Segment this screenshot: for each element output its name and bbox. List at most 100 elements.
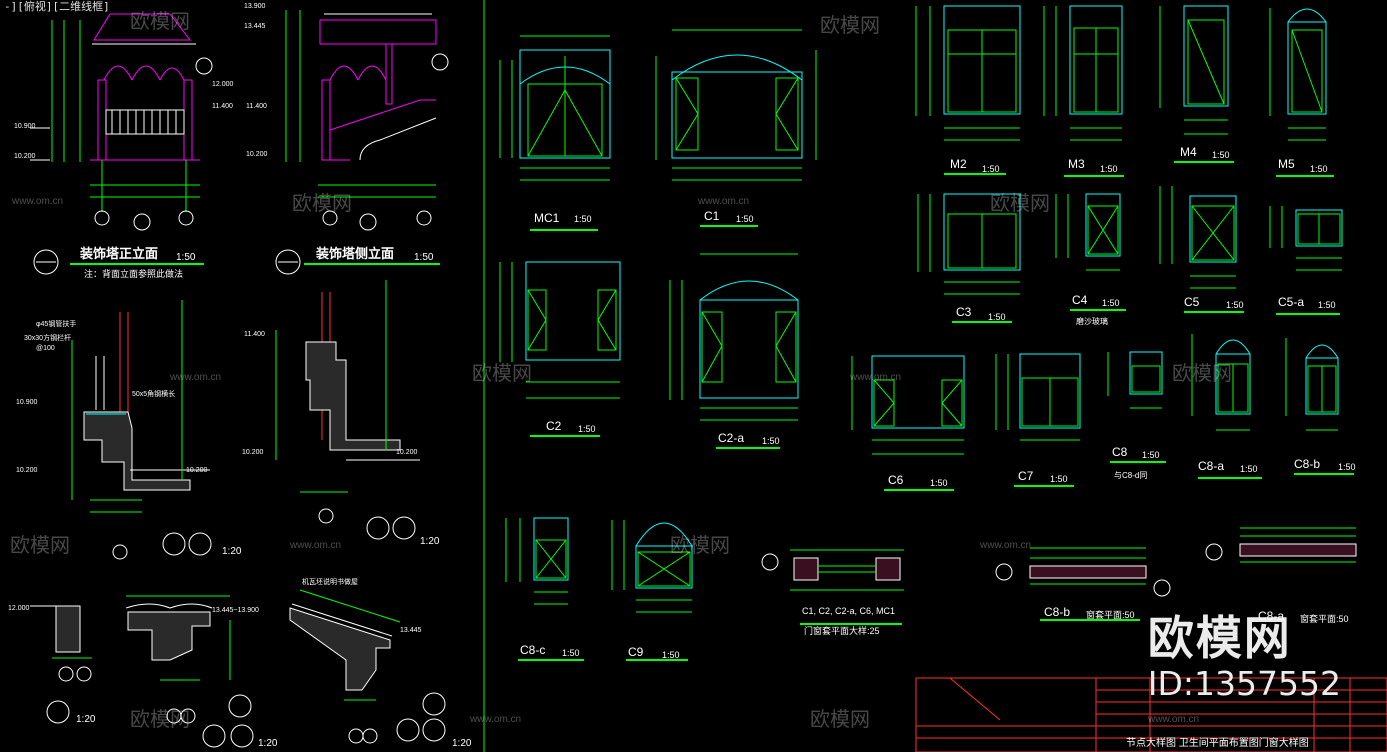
label-rail: φ45钢管扶手 — [36, 319, 76, 328]
elev-10900: 10.900 — [14, 123, 36, 130]
title-c1-scale: 1:50 — [736, 214, 754, 224]
watermark-brand-2: 欧模网 — [820, 14, 880, 37]
watermark-brand-9: 欧模网 — [130, 708, 190, 731]
title-c8b: C8-b — [1294, 457, 1320, 471]
watermark-site-7: www.om.cn — [469, 714, 521, 725]
title-c7-scale: 1:50 — [1050, 474, 1068, 484]
title-c2a: C2-a — [718, 431, 744, 445]
section-c8b-title: 窗套平面:50 — [1086, 609, 1135, 620]
title-m4-scale: 1:50 — [1212, 150, 1230, 160]
detail-5 — [30, 605, 92, 724]
elev-13900: 13.900 — [244, 3, 266, 10]
watermark-brand-8: 欧模网 — [670, 534, 730, 557]
detail-7-scale: 1:20 — [452, 738, 472, 749]
section-c8a-label: C8-a — [1258, 609, 1284, 623]
tower-side-elevation — [285, 10, 449, 231]
window-c2 — [499, 261, 621, 437]
title-m2-scale: 1:50 — [982, 164, 1000, 174]
watermark-site-5: www.om.cn — [289, 540, 341, 551]
door-m5 — [1269, 8, 1334, 177]
title-c8-scale: 1:50 — [1142, 450, 1160, 460]
section-c-title: 门窗套平面大样:25 — [804, 625, 880, 636]
section-c-detail — [761, 549, 904, 625]
detail-6-scale: 1:20 — [258, 738, 278, 749]
window-c7 — [995, 353, 1081, 487]
title-c4-scale: 1:50 — [1102, 298, 1120, 308]
elev-13445: 13.445 — [244, 23, 266, 30]
door-m4 — [1159, 5, 1234, 163]
door-mc1 — [499, 35, 611, 231]
watermark-brand-1: 欧模网 — [130, 10, 190, 33]
window-c3 — [917, 193, 1021, 323]
title-m5: M5 — [1278, 157, 1295, 171]
door-m3 — [1043, 5, 1124, 177]
section-c8a-detail — [1205, 527, 1357, 563]
window-c4 — [1055, 193, 1126, 311]
window-c8a — [1191, 334, 1262, 479]
title-c4: C4 — [1072, 293, 1088, 307]
detail-4 — [275, 280, 420, 540]
title-c2a-scale: 1:50 — [762, 436, 780, 446]
drawing-title: 节点大样图 卫生间平面布置图门窗大样图 — [1126, 736, 1309, 749]
elev-12000: 12.000 — [212, 81, 234, 88]
watermark-brand-3: 欧模网 — [292, 192, 352, 215]
window-c1 — [655, 29, 817, 227]
elev-10900-c: 10.900 — [16, 399, 38, 406]
title-c2-scale: 1:50 — [578, 424, 596, 434]
label-tile: 机瓦坯说明书做屋 — [302, 577, 358, 586]
title-tower-side: 装饰塔侧立面 — [315, 246, 394, 261]
window-c8c — [505, 517, 584, 661]
watermark-site-6: www.om.cn — [979, 540, 1031, 551]
elev-11400-b: 11.400 — [246, 103, 267, 110]
window-c8 — [1107, 351, 1166, 463]
watermark-site-2: www.om.cn — [697, 196, 749, 207]
elev-10200: 10.200 — [14, 153, 36, 160]
detail-3-scale: 1:20 — [222, 546, 242, 557]
window-c9 — [611, 520, 693, 661]
title-c5-scale: 1:50 — [1226, 300, 1244, 310]
viewport-tab-label[interactable]: -][俯视][二维线框] — [4, 0, 110, 13]
title-c6-scale: 1:50 — [930, 478, 948, 488]
watermark-site-8: www.om.cn — [1147, 714, 1199, 725]
elev-13445-b: 13.445 — [400, 627, 422, 634]
title-tower-front: 装饰塔正立面 — [79, 246, 158, 261]
title-c8: C8 — [1112, 445, 1128, 459]
note-back-elevation: 注：背面立面参照此做法 — [84, 268, 183, 279]
section-c8b-detail — [995, 547, 1171, 621]
section-c8a-title: 窗套平面:50 — [1300, 613, 1349, 624]
title-c1: C1 — [704, 209, 720, 223]
title-c8a: C8-a — [1198, 459, 1224, 473]
section-c-applies: C1, C2, C2-a, C6, MC1 — [802, 606, 895, 616]
watermark-brand-10: 欧模网 — [810, 708, 870, 731]
watermark-site-1: www.om.cn — [11, 196, 63, 207]
label-angle: 50x5角钢横长 — [132, 389, 175, 398]
elev-13445-13900: 13.445~13.900 — [212, 607, 259, 614]
watermark-site-3: www.om.cn — [169, 372, 221, 383]
elev-11400: 11.400 — [212, 103, 233, 110]
watermark-brand-7: 欧模网 — [10, 534, 70, 557]
title-c8c-scale: 1:50 — [562, 648, 580, 658]
title-c5: C5 — [1184, 295, 1200, 309]
title-tower-side-scale: 1:50 — [414, 252, 434, 263]
elev-11400-c: 11.400 — [244, 331, 265, 338]
detail-5-scale: 1:20 — [76, 714, 96, 725]
title-c8b-scale: 1:50 — [1338, 462, 1356, 472]
title-m3: M3 — [1068, 157, 1085, 171]
title-c6: C6 — [888, 473, 904, 487]
title-c7: C7 — [1018, 469, 1034, 483]
elev-10200-d: 10.200 — [186, 467, 208, 474]
door-m2 — [915, 5, 1021, 175]
watermark-brand-5: 欧模网 — [472, 362, 532, 385]
title-tower-front-scale: 1:50 — [176, 252, 196, 263]
title-c5a-scale: 1:50 — [1318, 300, 1336, 310]
title-c8c: C8-c — [520, 643, 545, 657]
title-mc1: MC1 — [534, 211, 560, 225]
title-block — [915, 677, 1387, 752]
label-spacing: @100 — [36, 345, 55, 352]
window-c6 — [851, 355, 965, 491]
title-c5a: C5-a — [1278, 295, 1304, 309]
detail-7 — [289, 589, 446, 744]
elev-10200-c: 10.200 — [16, 467, 38, 474]
